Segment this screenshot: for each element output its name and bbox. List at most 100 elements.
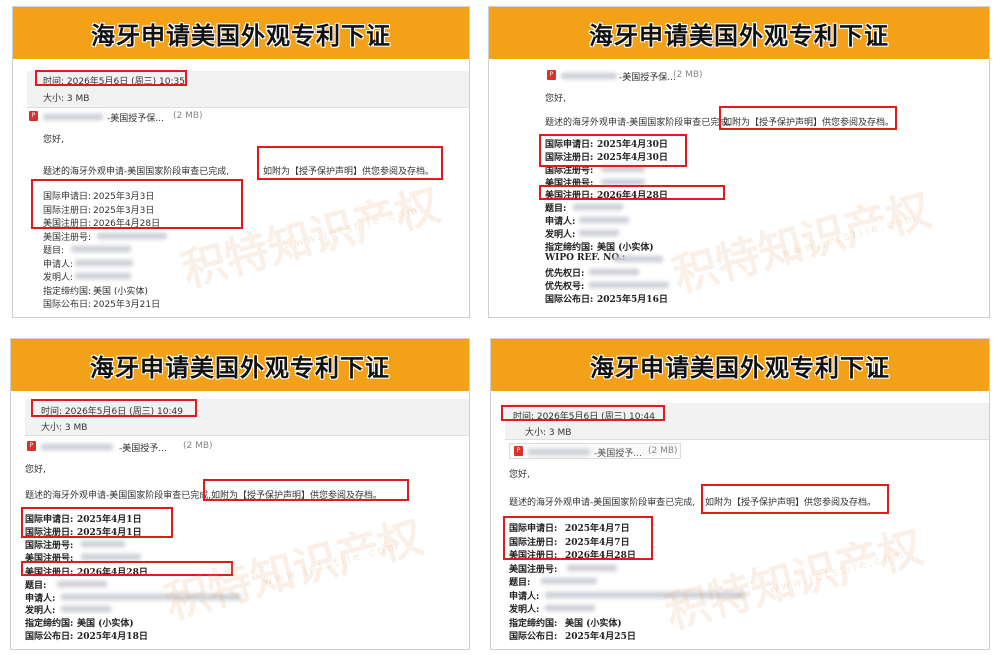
banner-title: 海牙申请美国外观专利下证: [589, 21, 889, 50]
highlight-time: [501, 405, 665, 421]
field-label: 国际公布日:: [43, 300, 92, 310]
redacted-value: [601, 179, 645, 185]
email-header-bar: [25, 399, 469, 436]
field-label: 申请人:: [25, 594, 56, 604]
body-text: 题述的海牙外观申请-美国国家阶段审查已完成,: [509, 498, 696, 508]
field-label: 国际注册日:: [509, 538, 558, 548]
field-label: 指定缔约国:: [25, 619, 74, 629]
field-label: 申请人:: [509, 592, 540, 602]
field-value: 2025年4月18日: [77, 632, 148, 642]
pdf-icon: P: [514, 446, 523, 456]
field-label: 美国注册号:: [509, 565, 558, 575]
field-label: 国际注册日:: [545, 153, 594, 163]
highlight-us-date: [539, 185, 725, 200]
body-highlight-text: 如附为【授予保护声明】供您参阅及存档。: [263, 167, 435, 177]
field-label: 指定缔约国:: [43, 287, 92, 297]
redacted-filename: [561, 73, 617, 79]
attachment-name[interactable]: -美国授予保...: [107, 114, 164, 124]
highlight-time: [31, 399, 197, 417]
field-value: 2026年4月28日: [77, 568, 148, 578]
redacted-value: [579, 230, 619, 236]
email-panel-2: 海牙申请美国外观专利下证 P -美国授予保... (2 MB) 您好, 题述的海…: [488, 6, 990, 318]
redacted-value: [97, 233, 167, 239]
attachment-size: (2 MB): [173, 111, 203, 121]
email-panel-4: 海牙申请美国外观专利下证 时间: 2026年5月6日 (周三) 10:44 大小…: [490, 338, 990, 650]
redacted-value: [589, 269, 639, 275]
greeting: 您好,: [509, 470, 530, 480]
field-label: WIPO REF. NO.:: [545, 253, 626, 263]
highlight-dates: [503, 516, 653, 560]
field-label: 发明人:: [545, 230, 576, 240]
field-value: 2025年5月16日: [597, 295, 668, 305]
body-highlight-text: 如附为【授予保护声明】供您参阅及存档。: [705, 498, 877, 508]
redacted-value: [613, 256, 663, 262]
field-label: 美国注册号:: [545, 179, 594, 189]
panel-banner: 海牙申请美国外观专利下证: [491, 339, 989, 391]
redacted-filename: [41, 444, 113, 450]
banner-title: 海牙申请美国外观专利下证: [91, 21, 391, 50]
email-time: 时间: 2026年5月6日 (周三) 10:35: [43, 77, 185, 87]
panel-banner: 海牙申请美国外观专利下证: [11, 339, 469, 391]
field-label: 国际注册日:: [43, 206, 92, 216]
field-value: 2025年3月21日: [93, 300, 161, 310]
email-size: 大小: 3 MB: [41, 423, 88, 433]
body-text: 题述的海牙外观申请-美国国家阶段审查已完成,: [43, 167, 230, 177]
body-text: 题述的海牙外观申请-美国国家阶段审查已完成,: [545, 118, 732, 128]
field-value: 美国 (小实体): [77, 619, 134, 629]
field-value: 2025年4月25日: [565, 632, 636, 642]
field-label: 题目:: [25, 581, 47, 591]
field-label: 国际申请日:: [43, 192, 92, 202]
field-label: 国际公布日:: [25, 632, 74, 642]
field-label: 国际公布日:: [545, 295, 594, 305]
field-label: 美国注册日:: [545, 191, 594, 201]
attachment-name[interactable]: -美国授予保...: [619, 73, 676, 83]
greeting: 您好,: [43, 135, 64, 145]
redacted-value: [71, 246, 131, 252]
redacted-value: [57, 581, 107, 587]
body-highlight-text: 如附为【授予保护声明】供您参阅及存档。: [723, 118, 895, 128]
attachment-size: (2 MB): [648, 446, 678, 456]
attachment-chip[interactable]: P -美国授予... (2 MB): [509, 443, 681, 459]
field-value: 2025年3月3日: [93, 206, 155, 216]
field-value: 美国 (小实体): [93, 287, 148, 297]
field-value: 2025年4月1日: [77, 515, 142, 525]
attachment-size: (2 MB): [673, 70, 703, 80]
body-highlight-text: 如附为【授予保护声明】供您参阅及存档。: [211, 491, 383, 501]
highlight-time: [35, 70, 187, 86]
field-label: 美国注册号:: [43, 233, 92, 243]
highlight-us-date: [21, 561, 233, 576]
redacted-value: [61, 606, 111, 612]
field-label: 国际申请日:: [509, 524, 558, 534]
field-value: 2026年4月28日: [597, 191, 668, 201]
field-label: 国际注册日:: [25, 528, 74, 538]
field-label: 题目:: [43, 246, 65, 256]
greeting: 您好,: [545, 94, 566, 104]
redacted-value: [567, 565, 617, 571]
email-panel-3: 海牙申请美国外观专利下证 时间: 2026年5月6日 (周三) 10:49 大小…: [10, 338, 470, 650]
redacted-value: [589, 282, 669, 288]
field-value: 2025年4月7日: [565, 538, 630, 548]
email-size: 大小: 3 MB: [43, 94, 90, 104]
field-label: 国际申请日:: [25, 515, 74, 525]
redacted-value: [75, 260, 133, 266]
highlight-statement: [203, 479, 409, 501]
field-value: 2026年4月28日: [93, 219, 161, 229]
field-label: 国际注册号:: [545, 166, 594, 176]
field-label: 美国注册日:: [25, 568, 74, 578]
attachment-name[interactable]: -美国授予...: [119, 444, 167, 454]
highlight-statement: [701, 484, 889, 514]
field-label: 国际申请日:: [545, 140, 594, 150]
redacted-filename: [528, 449, 590, 455]
email-header-bar: [505, 403, 989, 440]
attachment-size: (2 MB): [183, 441, 213, 451]
highlight-dates: [31, 179, 243, 229]
field-value: 2025年4月30日: [597, 140, 668, 150]
highlight-dates: [21, 507, 173, 538]
field-label: 优先权号:: [545, 282, 585, 292]
field-value: 美国 (小实体): [565, 619, 622, 629]
field-label: 发明人:: [43, 273, 74, 283]
pdf-icon: P: [547, 70, 556, 80]
redacted-value: [573, 204, 623, 210]
field-label: 发明人:: [25, 606, 56, 616]
field-label: 优先权日:: [545, 269, 585, 279]
